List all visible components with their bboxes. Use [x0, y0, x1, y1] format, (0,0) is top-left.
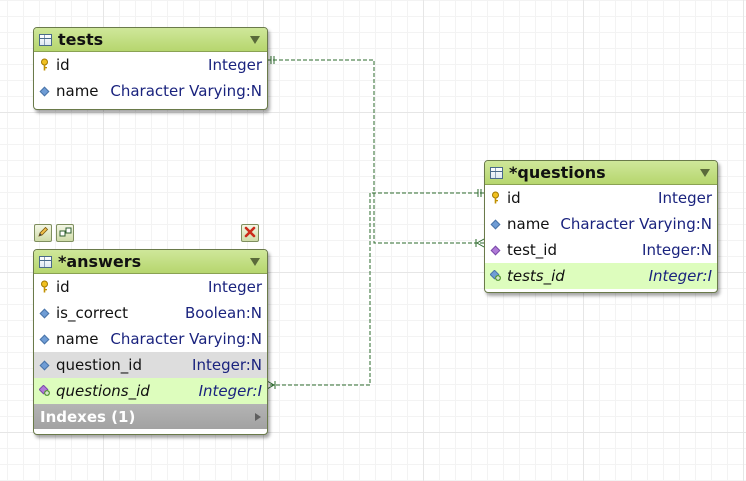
field-type: Character Varying:N [110, 82, 262, 100]
primary-key-icon [39, 58, 50, 72]
entity-tests[interactable]: tests id Integer name Character Varying:… [33, 27, 268, 110]
foreign-key-icon [490, 269, 501, 283]
field-type: Integer:N [192, 356, 262, 374]
field-name: test_id [507, 241, 557, 259]
field-row[interactable]: name Character Varying:N [485, 211, 717, 237]
entity-title: *answers [58, 252, 142, 271]
field-type: Character Varying:N [560, 215, 712, 233]
indexed-column-icon [490, 243, 501, 257]
field-row[interactable]: name Character Varying:N [34, 78, 267, 104]
column-icon [39, 358, 50, 372]
table-icon [39, 255, 52, 268]
field-type: Integer:I [648, 267, 712, 285]
field-row[interactable]: id Integer [34, 52, 267, 78]
field-type: Integer [658, 189, 712, 207]
column-icon [490, 217, 501, 231]
field-name: question_id [56, 356, 142, 374]
field-type: Integer [208, 278, 262, 296]
field-row[interactable]: is_correct Boolean:N [34, 300, 267, 326]
edit-button[interactable] [34, 224, 52, 242]
field-row-foreign-key[interactable]: questions_id Integer:I [34, 378, 267, 404]
field-name: questions_id [56, 382, 150, 400]
entity-title: *questions [509, 163, 606, 182]
field-name: id [507, 189, 521, 207]
field-row-selected[interactable]: question_id Integer:N [34, 352, 267, 378]
entity-header[interactable]: *questions [485, 161, 717, 185]
expand-arrow-icon[interactable] [255, 412, 261, 421]
field-type: Integer:N [642, 241, 712, 259]
field-name: is_correct [56, 304, 129, 322]
entity-questions[interactable]: *questions id Integer name Character Var… [484, 160, 718, 293]
collapse-arrow-icon[interactable] [700, 168, 710, 177]
field-type: Character Varying:N [110, 330, 262, 348]
collapse-arrow-icon[interactable] [250, 35, 260, 44]
field-row[interactable]: id Integer [485, 185, 717, 211]
field-row[interactable]: name Character Varying:N [34, 326, 267, 352]
entity-answers[interactable]: *answers id Integer is_correct Boolean:N… [33, 249, 268, 435]
indexes-section[interactable]: Indexes (1) [34, 404, 267, 429]
pencil-icon [37, 224, 49, 242]
field-name: name [56, 330, 99, 348]
delete-button[interactable] [241, 224, 259, 242]
column-icon [39, 332, 50, 346]
field-type: Integer [208, 56, 262, 74]
primary-key-icon [490, 191, 501, 205]
field-name: id [56, 56, 70, 74]
field-name: tests_id [507, 267, 565, 285]
primary-key-icon [39, 280, 50, 294]
field-name: id [56, 278, 70, 296]
column-icon [39, 306, 50, 320]
indexes-label: Indexes (1) [40, 407, 136, 426]
entity-title: tests [58, 30, 104, 49]
add-relation-icon [59, 224, 72, 242]
foreign-key-icon [39, 384, 50, 398]
collapse-arrow-icon[interactable] [250, 257, 260, 266]
relation-questions-answers [267, 192, 484, 386]
field-row[interactable]: id Integer [34, 274, 267, 300]
entity-header[interactable]: *answers [34, 250, 267, 274]
column-icon [39, 84, 50, 98]
table-icon [39, 33, 52, 46]
field-row[interactable]: test_id Integer:N [485, 237, 717, 263]
delete-icon [244, 224, 256, 242]
field-name: name [507, 215, 550, 233]
field-type: Integer:I [198, 382, 262, 400]
table-icon [490, 166, 503, 179]
add-relation-button[interactable] [56, 224, 74, 242]
relation-tests-questions [267, 59, 484, 244]
field-name: name [56, 82, 99, 100]
field-row-foreign-key[interactable]: tests_id Integer:I [485, 263, 717, 289]
entity-header[interactable]: tests [34, 28, 267, 52]
field-type: Boolean:N [184, 304, 262, 322]
